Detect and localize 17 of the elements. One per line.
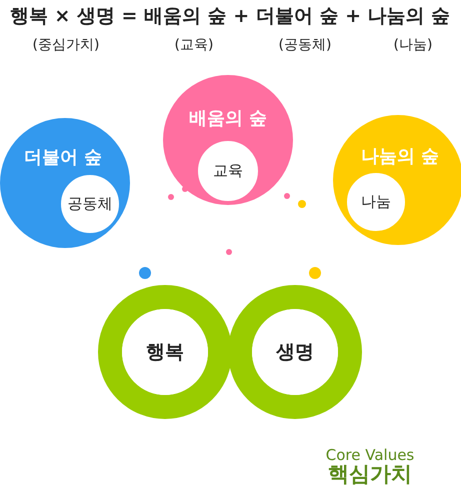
- circle-label: 행복: [146, 340, 184, 365]
- circle-label: 교육: [213, 162, 243, 180]
- title: 행복 × 생명 = 배움의 숲 + 더불어 숲 + 나눔의 숲: [10, 4, 450, 29]
- value-note: (나눔): [394, 36, 432, 54]
- bubble-title: 배움의 숲: [188, 107, 268, 130]
- value-note: (교육): [174, 36, 214, 54]
- bubble-title: 나눔의 숲: [360, 145, 440, 168]
- circle-label: 나눔: [361, 192, 391, 212]
- circle-label: 공동체: [68, 194, 112, 214]
- subtitle: 핵심가치: [328, 461, 412, 488]
- bubble-circle: [0, 118, 130, 248]
- value-note: (공동체): [278, 36, 332, 54]
- value-note: (중심가치): [32, 36, 100, 54]
- circle-label: 생명: [276, 340, 314, 365]
- bubble-circle: [163, 75, 293, 205]
- subtitle: Core Values: [326, 446, 414, 464]
- bubble-title: 더불어 숲: [24, 146, 102, 169]
